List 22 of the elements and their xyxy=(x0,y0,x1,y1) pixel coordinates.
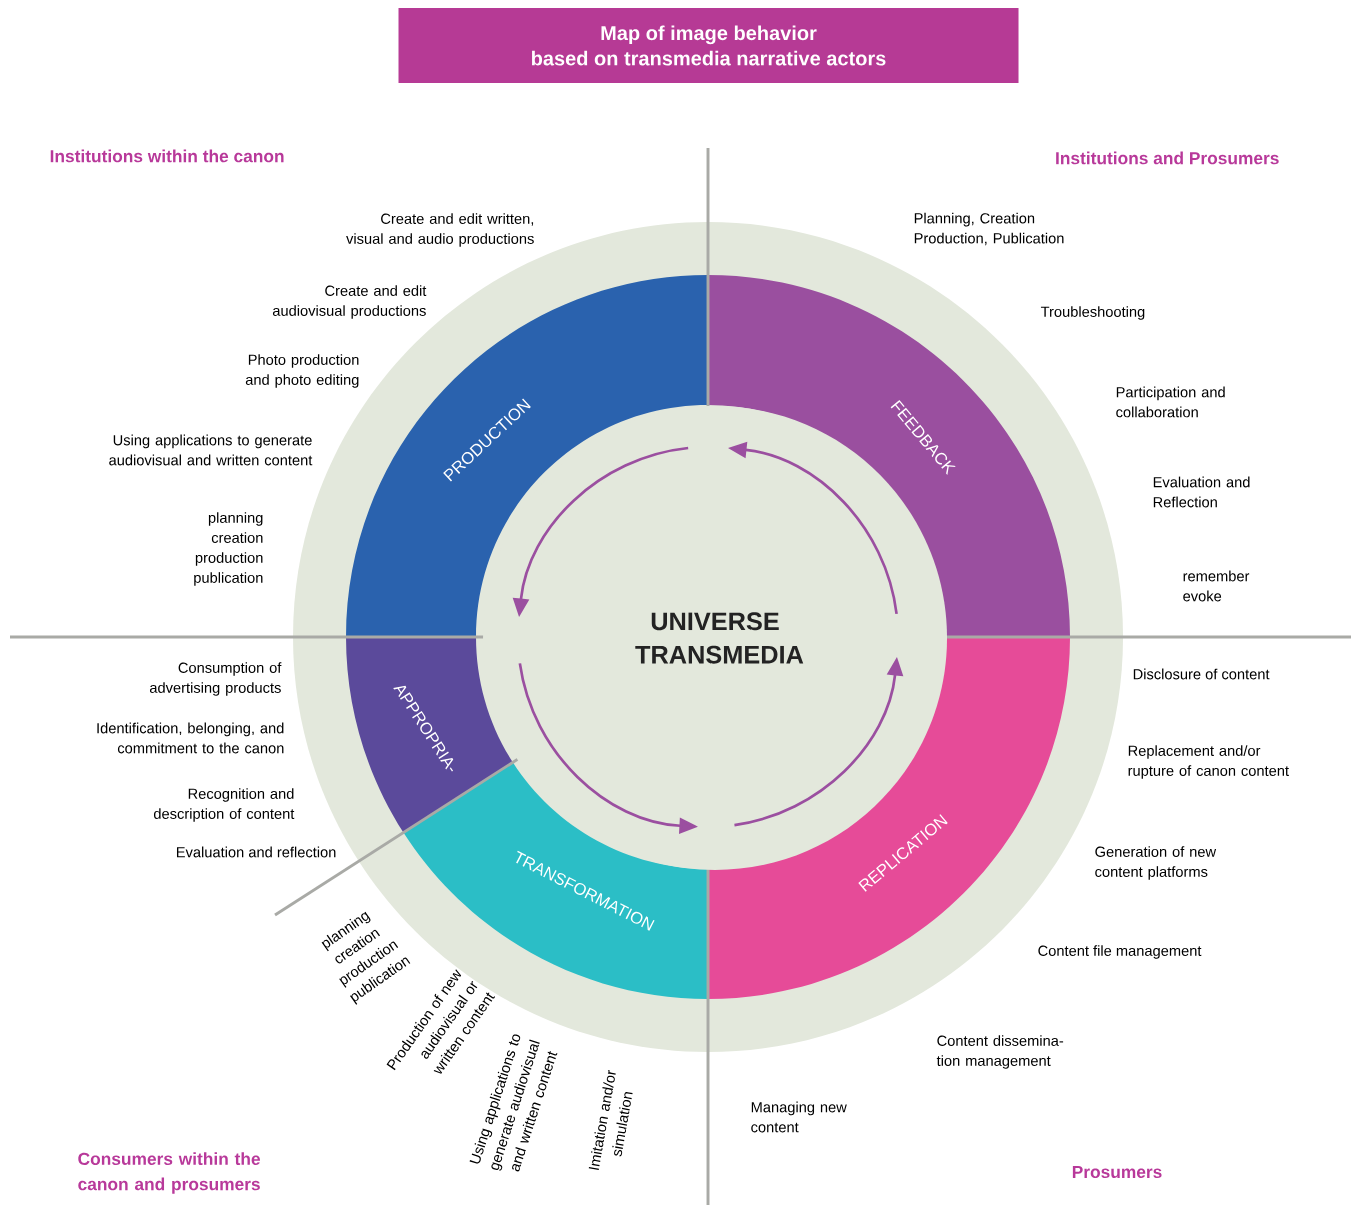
activity-label: Imitation and/or simulation xyxy=(588,1069,633,1170)
activity-label: remember evoke xyxy=(1183,570,1250,602)
activity-label: planning creation production publication xyxy=(194,512,263,586)
title-banner: Map of image behavior based on transmedia narrative actors xyxy=(398,8,1019,83)
activity-label: Managing new content xyxy=(751,1101,847,1133)
activity-label: Disclosure of content xyxy=(1133,668,1270,680)
activity-label: Generation of new content platforms xyxy=(1095,846,1217,880)
activity-label: Evaluation and reflection xyxy=(177,846,336,858)
quadrant-heading: Prosumers xyxy=(1072,1165,1162,1179)
activity-label: Replacement and/or rupture of canon content xyxy=(1128,745,1289,779)
quadrant-heading: Institutions within the canon xyxy=(50,149,284,163)
quadrant-heading: Institutions and Prosumers xyxy=(1056,151,1279,165)
activity-label: Consumption of advertising products xyxy=(149,662,282,696)
activity-label: Participation and collaboration xyxy=(1116,386,1225,418)
activity-label: Using applications to generate audiovisual and written content xyxy=(109,434,313,466)
activity-label: Content dissemina- tion management xyxy=(936,1035,1064,1069)
activity-label: Evaluation and Reflection xyxy=(1153,476,1250,508)
activity-label: Planning, Creation Production, Publication xyxy=(914,212,1064,246)
quadrant-heading: Consumers within the canon and prosumers xyxy=(78,1152,260,1194)
activity-label: Recognition and description of content xyxy=(153,788,295,822)
activity-label: Create and edit written, visual and audio productions xyxy=(346,213,534,247)
activity-label: Identification, belonging, and commitment to the canon xyxy=(97,722,284,754)
